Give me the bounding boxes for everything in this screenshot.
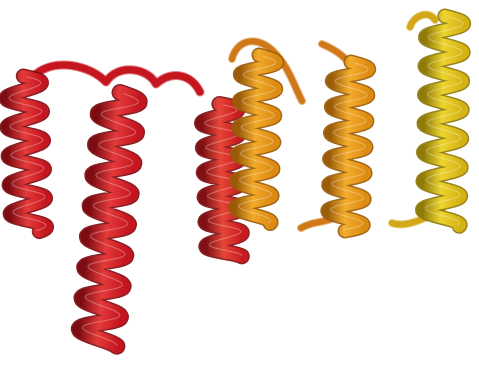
helix-5-ribbon xyxy=(327,61,369,231)
helix-2-ribbon xyxy=(78,91,140,347)
helix-1-ribbon xyxy=(5,75,46,232)
helix-6-ribbon xyxy=(422,16,464,227)
